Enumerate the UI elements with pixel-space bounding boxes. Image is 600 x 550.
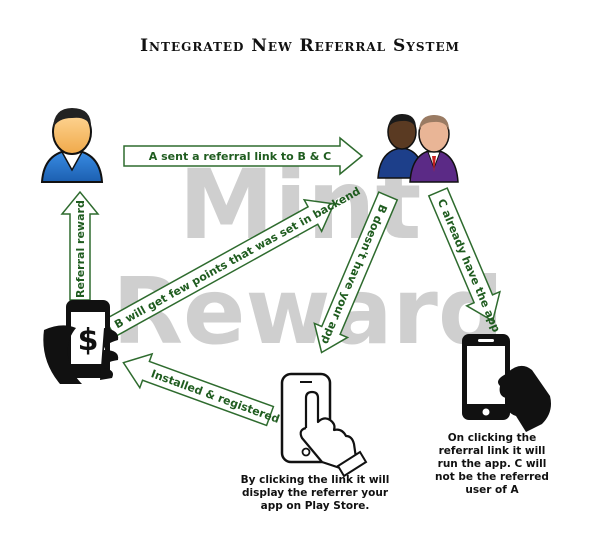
arrow-a-to-bc: A sent a referral link to B & C [123,136,364,176]
arrow-referral-reward: Referral reward [60,190,100,301]
persons-bc-icon [377,114,459,183]
phone-tap-icon [280,372,368,478]
label-installed: Installed & registered [149,367,281,426]
phone-dollar-icon: $ [43,300,119,384]
label-a-to-bc: A sent a referral link to B & C [149,150,331,163]
caption-run-app: On clicking the referral link it will ru… [435,432,549,496]
svg-text:$: $ [78,323,99,358]
caption-play-store: By clicking the link it will display the… [240,474,390,512]
label-referral-reward: Referral reward [74,200,87,298]
diagram-title: Integrated New Referral System [140,36,460,56]
watermark-line2: Reward [112,258,504,365]
person-a-icon [40,108,104,183]
phone-hand-icon [462,334,551,432]
